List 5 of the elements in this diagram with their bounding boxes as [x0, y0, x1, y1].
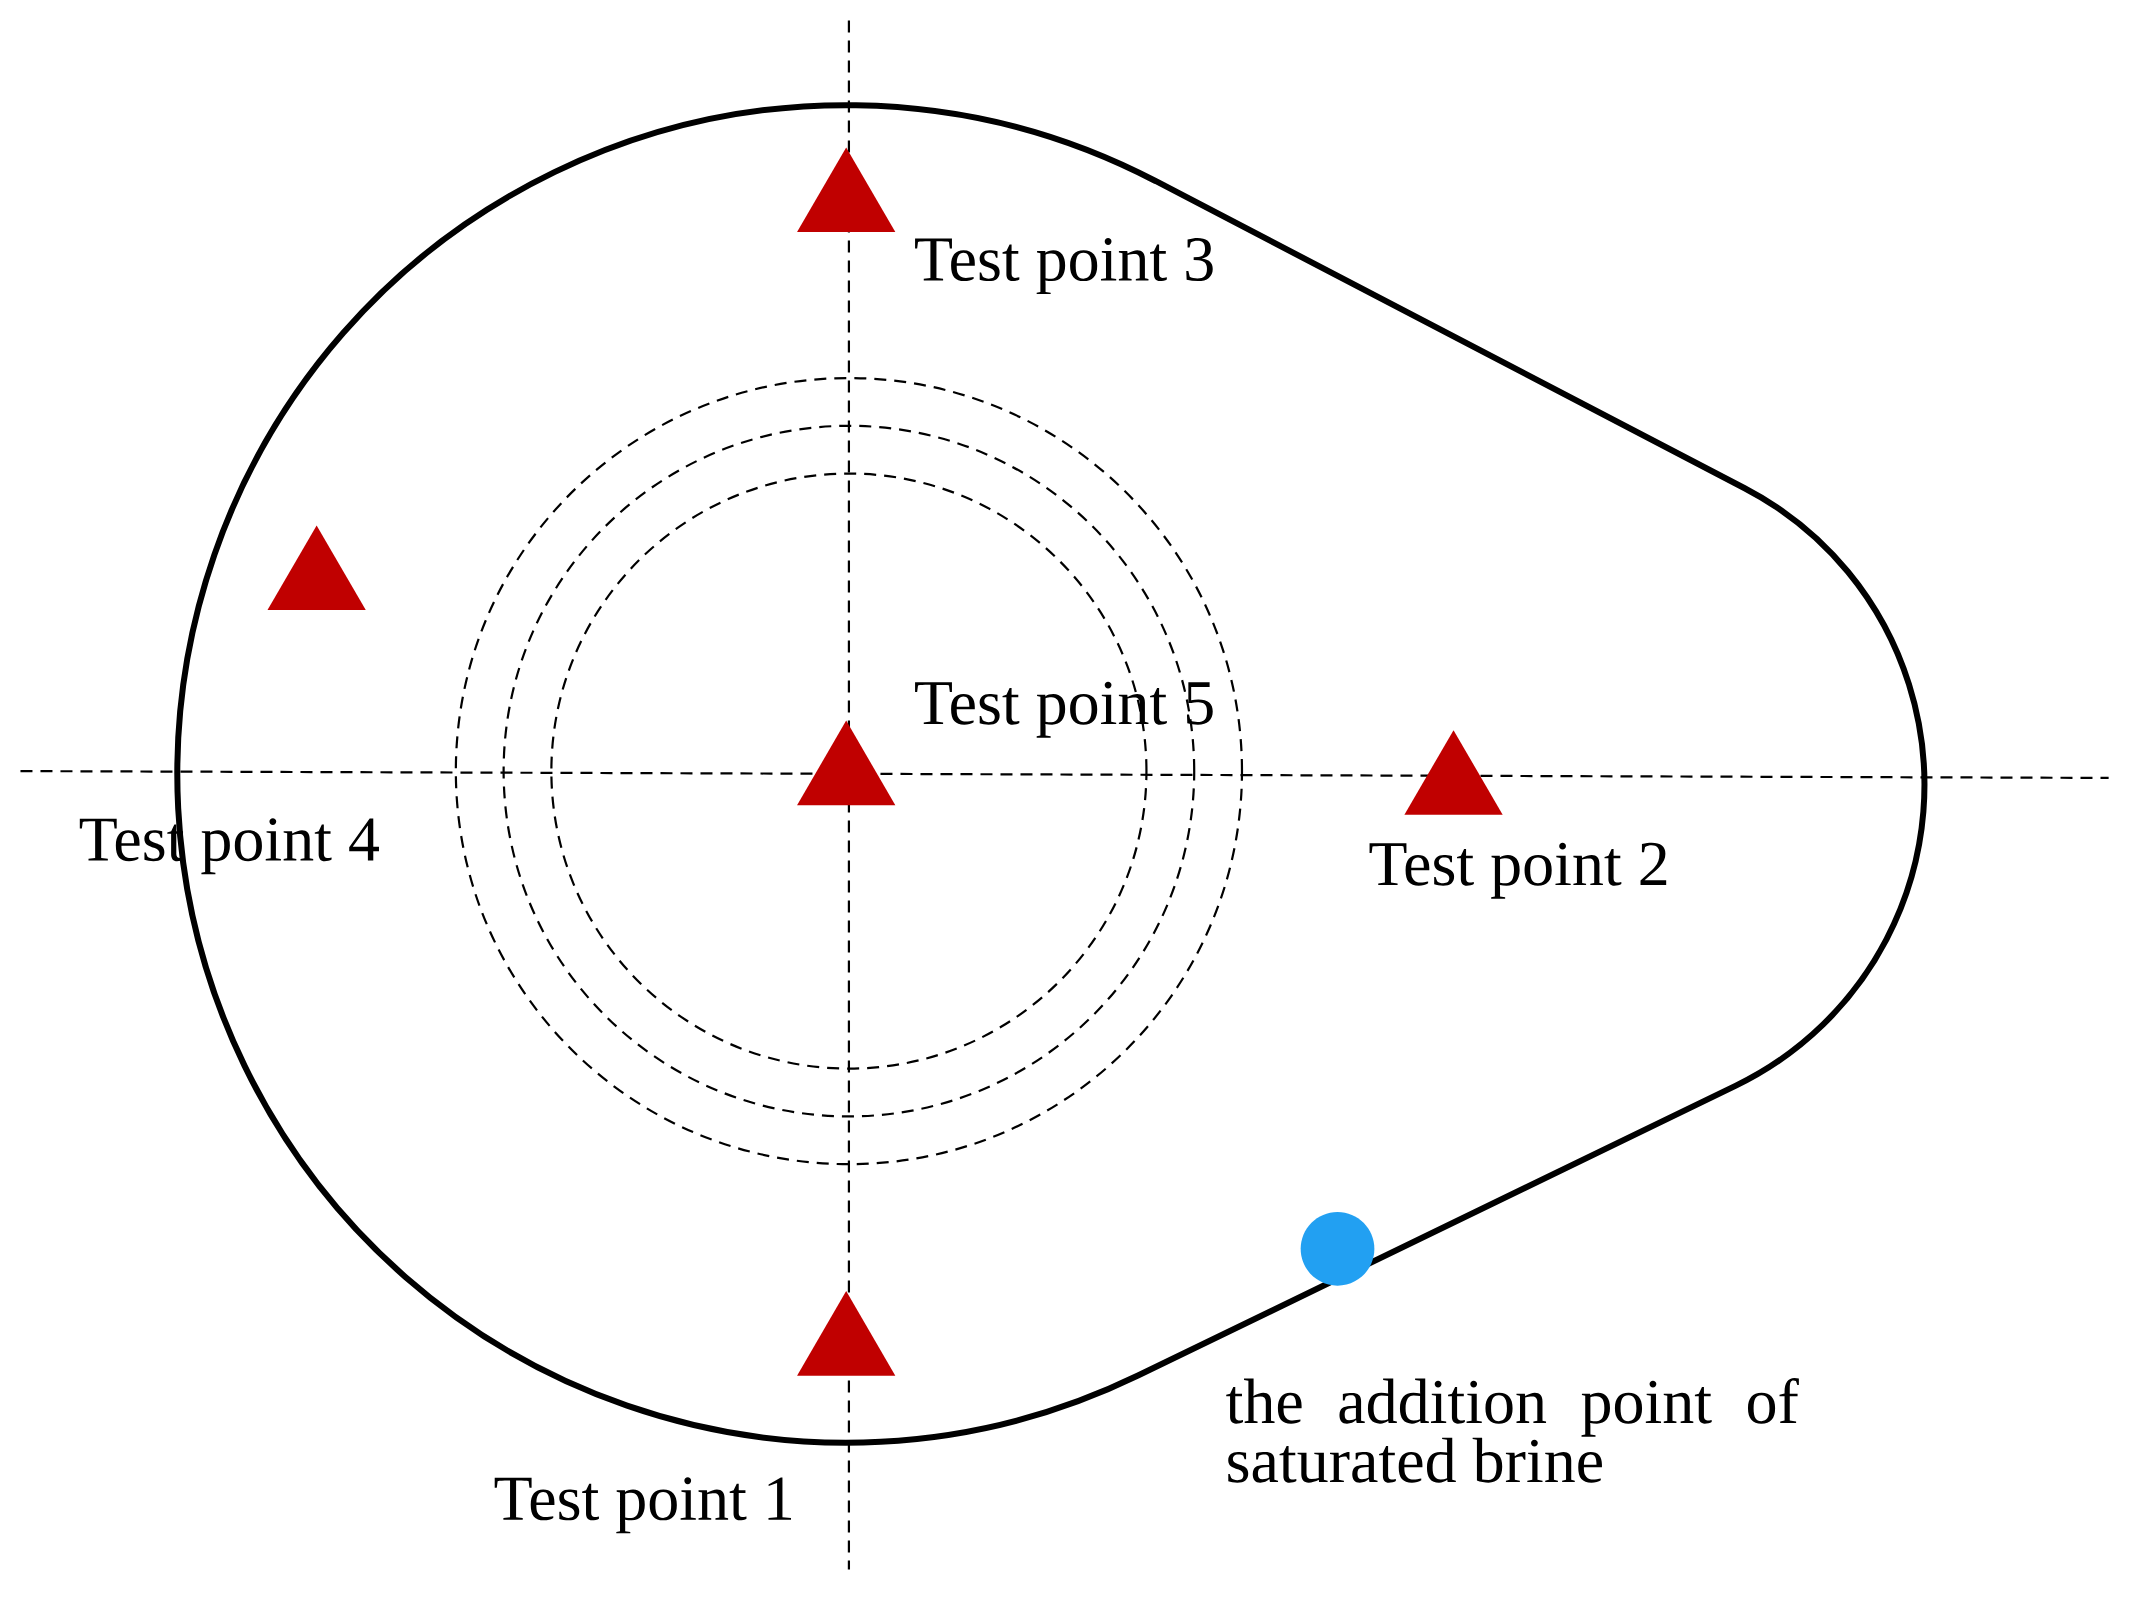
point-label: the addition point of saturated brine [1226, 1377, 1799, 1483]
point-label: Test point 3 [915, 238, 1213, 295]
point-label: Test point 1 [494, 1477, 791, 1534]
point-label: Test point 5 [915, 681, 1213, 738]
point-label: Test point 2 [1369, 842, 1667, 899]
